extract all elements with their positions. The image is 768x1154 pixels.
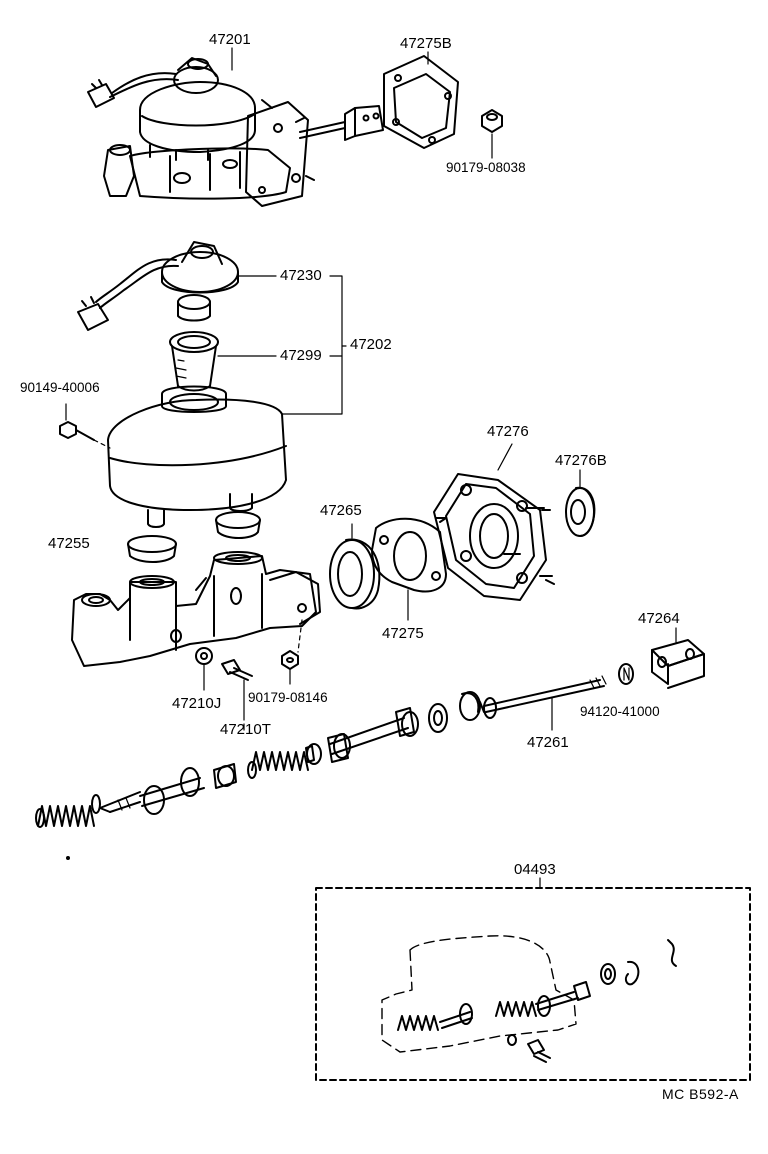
- grommets-drawing: [127, 511, 261, 563]
- union-gasket-drawing: [195, 647, 213, 691]
- label-47201: 47201: [209, 31, 251, 48]
- label-04493: 04493: [514, 861, 556, 878]
- master-cylinder-assembly-drawing: [87, 57, 384, 207]
- gasket-top-drawing: [383, 55, 459, 149]
- strainer-drawing: [169, 294, 219, 392]
- nut-top-drawing: [481, 109, 503, 159]
- label-47230: 47230: [280, 267, 322, 284]
- label-47261: 47261: [527, 734, 569, 751]
- label-47210J: 47210J: [172, 695, 222, 712]
- label-47210T: 47210T: [220, 721, 271, 738]
- cylinder-seal-drawing: [329, 523, 381, 610]
- nut-union-drawing: [281, 650, 299, 685]
- label-47275: 47275: [382, 625, 424, 642]
- piston-spring-chain-drawing: [35, 691, 481, 860]
- label-47264: 47264: [638, 610, 680, 627]
- reservoir-cap-drawing: [77, 241, 239, 331]
- label-90149-40006: 90149-40006: [20, 380, 100, 395]
- cylinder-body-drawing: [71, 551, 321, 667]
- label-47202: 47202: [350, 336, 392, 353]
- reservoir-screw-drawing: [59, 403, 111, 449]
- repair-kit-box: [315, 877, 751, 1081]
- clevis-drawing: [651, 627, 705, 689]
- reservoir-body-drawing: [107, 385, 287, 528]
- label-47299: 47299: [280, 347, 322, 364]
- label-47255: 47255: [48, 535, 90, 552]
- spacer-drawing: [565, 469, 596, 537]
- label-47276: 47276: [487, 423, 529, 440]
- union-bolt-drawing: [221, 659, 253, 721]
- figure-reference: MC B592-A: [662, 1086, 739, 1102]
- plate-drawing: [433, 443, 555, 601]
- label-94120-41000: 94120-41000: [580, 704, 660, 719]
- label-47276B: 47276B: [555, 452, 607, 469]
- nut-rod-drawing: [618, 663, 634, 685]
- label-90179-08146: 90179-08146: [248, 690, 328, 705]
- push-rod-drawing: [479, 675, 607, 731]
- label-90179-08038: 90179-08038: [446, 160, 526, 175]
- label-47275B: 47275B: [400, 35, 452, 52]
- label-47265: 47265: [320, 502, 362, 519]
- gasket-drawing: [371, 517, 447, 621]
- reservoir-callout-bracket: [217, 275, 347, 415]
